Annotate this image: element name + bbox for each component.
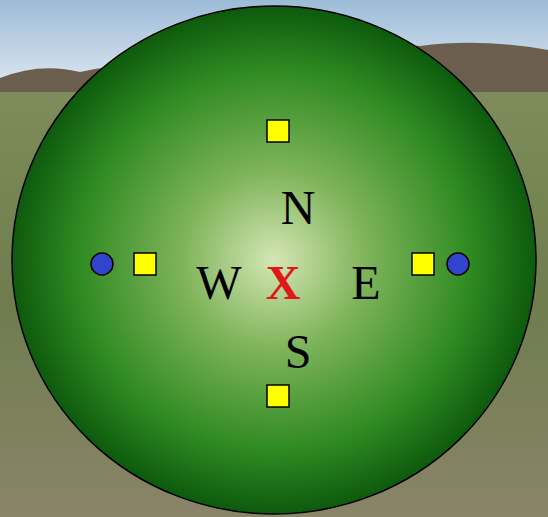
center-mark: X (266, 259, 301, 307)
blue-dot (447, 253, 469, 275)
compass-circle: NWX ES (11, 5, 537, 515)
yellow-square (267, 385, 289, 407)
direction-letter: W (196, 259, 241, 307)
yellow-square (412, 253, 434, 275)
direction-letter: N (281, 184, 316, 232)
blue-dot (91, 253, 113, 275)
yellow-square (134, 253, 156, 275)
direction-letter: E (351, 259, 380, 307)
yellow-square (267, 120, 289, 142)
direction-letter: S (285, 328, 312, 376)
